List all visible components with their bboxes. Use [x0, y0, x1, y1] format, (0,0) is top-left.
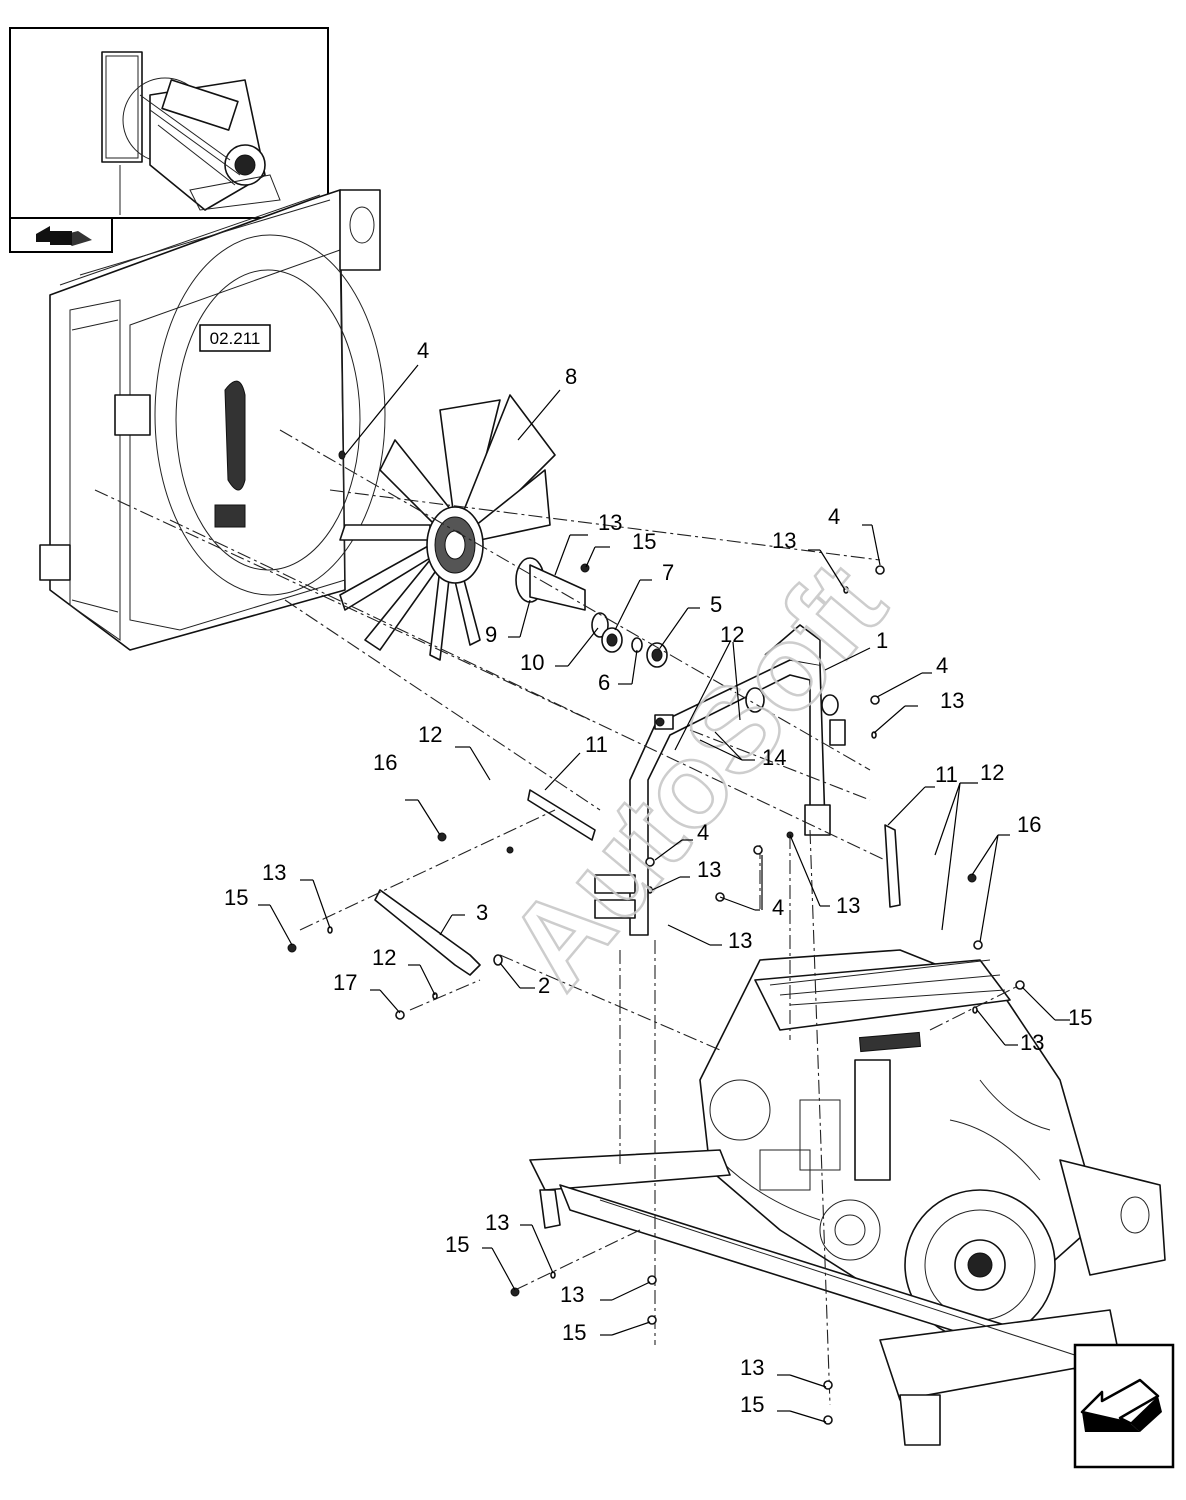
- callout-17[interactable]: 17: [333, 970, 357, 995]
- callout-13[interactable]: 13: [485, 1210, 509, 1235]
- callout-11[interactable]: 11: [585, 732, 608, 757]
- callout-13[interactable]: 13: [836, 893, 860, 918]
- callouts: 4 8 13 15 7 9 5 10 6 12 1 13 4 4 13 12 1…: [224, 338, 1092, 1417]
- orientation-arrow-icon: [1080, 1378, 1160, 1425]
- callout-15[interactable]: 15: [1068, 1005, 1092, 1030]
- back-arrow-icon[interactable]: [36, 226, 72, 245]
- callout-15[interactable]: 15: [224, 885, 248, 910]
- callout-13[interactable]: 13: [560, 1282, 584, 1307]
- callout-12[interactable]: 12: [720, 622, 744, 647]
- callout-4[interactable]: 4: [772, 895, 784, 920]
- callout-8[interactable]: 8: [565, 364, 577, 389]
- callout-4[interactable]: 4: [828, 504, 840, 529]
- hardware: [287, 450, 1025, 1425]
- callout-11[interactable]: 11: [935, 762, 958, 787]
- callout-6[interactable]: 6: [598, 670, 610, 695]
- callout-13[interactable]: 13: [772, 528, 796, 553]
- callout-15[interactable]: 15: [632, 529, 656, 554]
- radiator-assembly: [39, 189, 386, 651]
- callout-2[interactable]: 2: [538, 973, 550, 998]
- callout-4[interactable]: 4: [936, 653, 948, 678]
- engine: [699, 949, 1166, 1341]
- leader-lines: [258, 364, 1070, 1423]
- callout-13[interactable]: 13: [940, 688, 964, 713]
- callout-7[interactable]: 7: [662, 560, 674, 585]
- brace: [374, 889, 481, 976]
- callout-13[interactable]: 13: [1020, 1030, 1044, 1055]
- callout-13[interactable]: 13: [697, 857, 721, 882]
- strut-links: [527, 789, 901, 908]
- callout-13[interactable]: 13: [740, 1355, 764, 1380]
- fan-bracket: [594, 624, 846, 936]
- callout-13[interactable]: 13: [598, 510, 622, 535]
- callout-15[interactable]: 15: [562, 1320, 586, 1345]
- callout-15[interactable]: 15: [740, 1392, 764, 1417]
- callout-16[interactable]: 16: [373, 750, 397, 775]
- inset-overview: [9, 27, 329, 253]
- reference-label: 02.211: [210, 329, 261, 348]
- inset-engine-thumbnail: [101, 51, 281, 215]
- orientation-box[interactable]: [1073, 1343, 1175, 1469]
- watermark: AutoSoft: [482, 538, 910, 1012]
- callout-13[interactable]: 13: [262, 860, 286, 885]
- callout-15[interactable]: 15: [445, 1232, 469, 1257]
- engine-frame: [529, 1149, 1121, 1446]
- callout-13[interactable]: 13: [728, 928, 752, 953]
- callout-14[interactable]: 14: [762, 745, 786, 770]
- callout-3[interactable]: 3: [476, 900, 488, 925]
- cooling-fan: [339, 394, 556, 661]
- callout-9[interactable]: 9: [485, 622, 497, 647]
- callout-16[interactable]: 16: [1017, 812, 1041, 837]
- reference-box[interactable]: 02.211: [199, 324, 271, 352]
- callout-4[interactable]: 4: [697, 820, 709, 845]
- callout-12[interactable]: 12: [418, 722, 442, 747]
- callout-10[interactable]: 10: [520, 650, 544, 675]
- callout-12[interactable]: 12: [372, 945, 396, 970]
- callout-12[interactable]: 12: [980, 760, 1004, 785]
- callout-5[interactable]: 5: [710, 592, 722, 617]
- callout-1[interactable]: 1: [876, 628, 888, 653]
- callout-4[interactable]: 4: [417, 338, 429, 363]
